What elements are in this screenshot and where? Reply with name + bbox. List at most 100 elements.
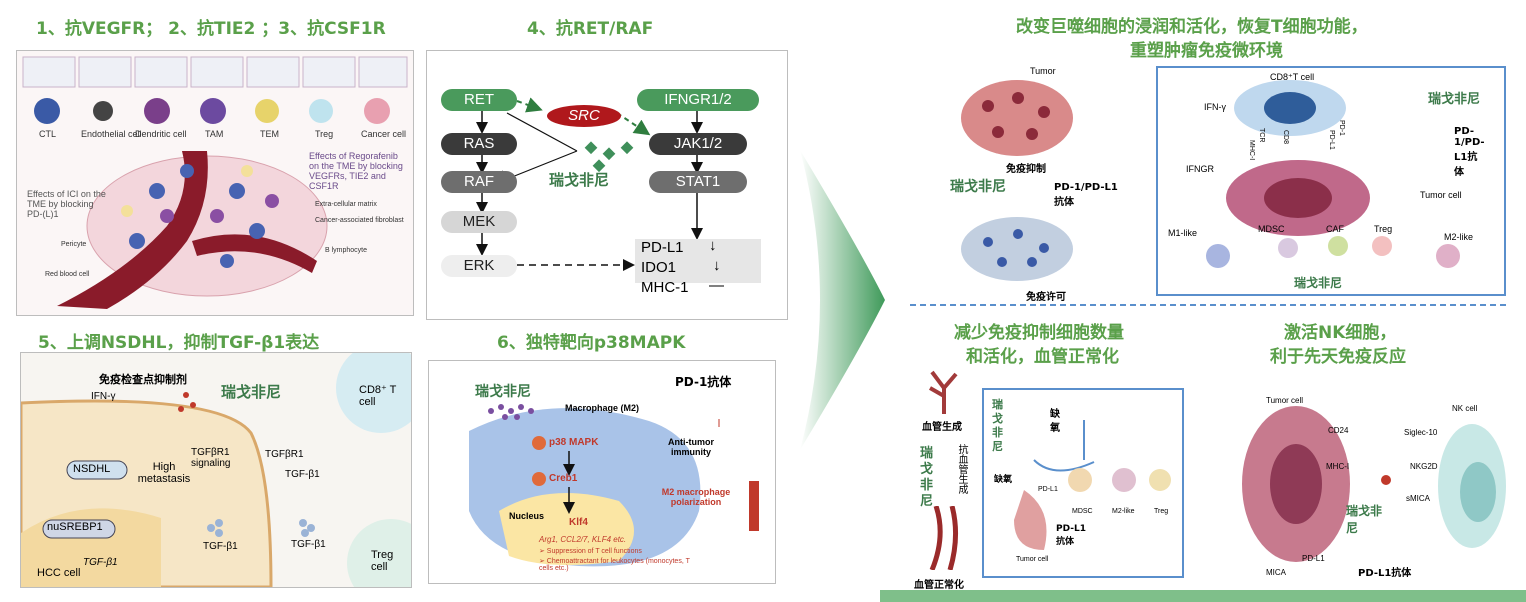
label-treg-bl: Treg	[1154, 508, 1169, 515]
label-nkg2d: NKG2D	[1410, 462, 1438, 471]
cell-label-dendritic: Dendritic cell	[135, 129, 187, 139]
label-anti-angio: 抗血管生成	[956, 444, 967, 494]
label-macrophage: Macrophage (M2)	[565, 403, 640, 413]
label-tgfb1-b: TGF-β1	[203, 541, 238, 552]
dashed-divider	[910, 304, 1506, 306]
label-cd8: CD8⁺ T cell	[359, 384, 397, 408]
node-stat: STAT1	[649, 171, 747, 193]
green-arrow-divider	[800, 150, 890, 450]
ret-raf-arrows	[476, 97, 761, 283]
label-klf4: Klf4	[569, 517, 588, 528]
label-tumor-cell-rt: Tumor cell	[1420, 190, 1462, 200]
label-caf: CAF	[1326, 224, 1344, 234]
label-pdl1-ab: PD-1/PD-L1抗体	[1454, 126, 1485, 178]
label-caf: Cancer-associated fibroblast	[315, 217, 404, 224]
receptor-pd1: PD-1	[1338, 120, 1345, 136]
effects-ici-text: Effects of ICI on the TME by blocking PD…	[27, 189, 106, 219]
cell-label-endothelial: Endothelial cell	[81, 129, 142, 139]
label-cd24: CD24	[1328, 426, 1349, 435]
label-tgf-italic: TGF-β1	[83, 557, 118, 568]
node-ifngr: IFNGR1/2	[637, 89, 759, 111]
nk-illustration	[1236, 396, 1506, 580]
effects-regorafenib-text: Effects of Regorafenib on the TME by blo…	[309, 151, 403, 191]
label-mica: MICA	[1266, 568, 1286, 577]
label-genes: Arg1, CCL2/7, KLF4 etc.	[539, 535, 627, 544]
label-drug-box: 瑞戈非尼	[1428, 92, 1481, 107]
label-ifn-rt: IFN-γ	[1204, 102, 1226, 112]
node-erk: ERK	[441, 255, 517, 277]
cell-label-treg: Treg	[315, 129, 334, 139]
cell-label-tam: TAM	[205, 129, 224, 139]
label-anti-tumor: Anti-tumor immunity	[668, 437, 714, 457]
label-tumor: Tumor	[1030, 66, 1056, 76]
label-hcc: HCC cell	[37, 567, 81, 579]
title-6: 6、独特靶向p38MAPK	[497, 333, 686, 353]
title-1-3: 1、抗VEGFR； 2、抗TIE2 ；3、抗CSF1R	[36, 19, 386, 39]
label-m1: M1-like	[1168, 228, 1198, 238]
label-drug-br: 瑞戈非尼	[1346, 504, 1383, 535]
label-tumor-cell-bl: Tumor cell	[1016, 556, 1049, 563]
label-treg-rt: Treg	[1374, 224, 1393, 234]
cell-label-tem: TEM	[260, 129, 279, 139]
label-antibody-rt: PD-1/PD-L1 抗体	[1054, 182, 1118, 208]
label-tumor-cell-br: Tumor cell	[1266, 396, 1304, 405]
label-pdl1-br: PD-L1	[1302, 554, 1325, 563]
label-pd1: PD-1抗体	[675, 375, 732, 389]
label-smica: sMICA	[1406, 494, 1430, 503]
label-siglec: Siglec-10	[1404, 428, 1438, 437]
label-ifngr: IFNGR	[1186, 164, 1214, 174]
node-jak: JAK1/2	[649, 133, 747, 155]
label-mdsc-bl: MDSC	[1072, 508, 1093, 515]
receptor-pdl1: PD-L1	[1328, 130, 1335, 150]
label-drug-rt: 瑞戈非尼	[950, 179, 1006, 195]
cell-label-cancer: Cancer cell	[361, 129, 407, 139]
right-title-line1: 改变巨噬细胞的浸润和活化，恢复T细胞功能，	[1016, 17, 1368, 37]
label-nusrebp1: nuSREBP1	[47, 521, 103, 533]
arrow-pdl1: ↓	[709, 237, 717, 254]
nsdhl-illustration	[21, 353, 411, 587]
label-hypoxia: 缺氧	[1050, 409, 1060, 434]
panel-nsdhl: 免疫检查点抑制剂 IFN-γ 瑞戈非尼 NSDHL High metastasi…	[20, 352, 412, 588]
output-ido1: IDO1	[641, 259, 677, 276]
label-drug5: 瑞戈非尼	[221, 383, 282, 401]
label-tgfbr1: TGFβR1	[265, 449, 304, 460]
label-normal: 血管正常化	[914, 580, 964, 591]
label-drug-box-bottom: 瑞戈非尼	[1294, 276, 1343, 290]
right-br-title-2: 利于先天免疫反应	[1270, 347, 1406, 367]
vessel-top-icon	[926, 368, 962, 414]
node-src: SRC	[547, 105, 621, 127]
label-treg5: Treg cell	[371, 549, 394, 573]
label-rbc: Red blood cell	[45, 271, 90, 278]
label-bullet2: ➢ Chemoattractant for leukocytes (monocy…	[539, 558, 690, 572]
right-title-line2: 重塑肿瘤免疫微环境	[1130, 41, 1283, 61]
label-mdsc-rt: MDSC	[1258, 224, 1285, 234]
hypoxia-box: 瑞戈非尼 缺氧 缺氧 PD-L1 Tumor cell PD-L1抗体 MDSC…	[982, 388, 1184, 578]
label-pdl1-bl: PD-L1	[1038, 486, 1058, 493]
bottom-green-band	[880, 590, 1526, 602]
p38-illustration	[469, 404, 759, 567]
right-bl-title-2: 和活化，血管正常化	[966, 347, 1119, 367]
label-drug-vertical: 瑞戈非尼	[992, 398, 1003, 453]
label-nsdhl: NSDHL	[73, 463, 111, 475]
node-raf: RAF	[441, 171, 517, 193]
label-mhc-br: MHC-I	[1326, 462, 1350, 471]
receptor-tcr: TCR	[1258, 128, 1265, 143]
label-signaling: TGFβR1 signaling	[191, 447, 231, 469]
label-high-metastasis: High metastasis	[137, 461, 191, 485]
label-immune-suppress: 免疫抑制	[1006, 164, 1046, 175]
output-mhc1: MHC-1	[641, 279, 689, 296]
arrow-mhc1: —	[709, 277, 724, 294]
label-checkpoint: 免疫检查点抑制剂	[99, 373, 187, 386]
label-hypoxia-2: 缺氧	[994, 475, 1013, 485]
label-nucleus: Nucleus	[509, 511, 545, 521]
label-creb: Creb1	[549, 473, 578, 484]
label-m2-bl: M2-like	[1112, 508, 1135, 515]
right-br-title-1: 激活NK细胞，	[1284, 323, 1397, 343]
title-5: 5、上调NSDHL，抑制TGF-β1表达	[38, 333, 320, 353]
label-angio: 血管生成	[922, 422, 962, 433]
label-cd8-tcell: CD8⁺T cell	[1270, 72, 1315, 82]
label-drug-bl: 瑞戈非尼	[920, 446, 934, 509]
label-p38: p38 MAPK	[549, 437, 599, 448]
label-ecm: Extra-cellular matrix	[315, 201, 377, 208]
receptor-mhc: MHC-I	[1248, 140, 1255, 161]
